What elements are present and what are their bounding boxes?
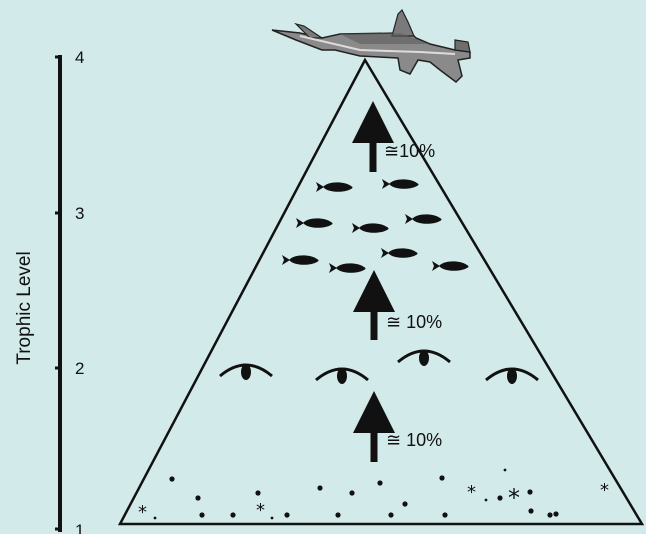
axis-tick-label-1: 1 xyxy=(75,521,84,534)
fish-icon xyxy=(352,223,389,233)
phytoplankton-dots xyxy=(153,468,559,520)
fish-icon xyxy=(316,182,353,192)
phytoplankton-specks: * * * * * xyxy=(138,480,609,523)
axis-tick-label-3: 3 xyxy=(75,204,84,223)
fish-icon xyxy=(405,214,442,224)
zooplankton-icon xyxy=(396,348,452,368)
zooplankton-icon xyxy=(484,366,540,386)
fish-icon xyxy=(282,255,319,265)
fish-icon xyxy=(382,179,419,189)
transfer-label-2-to-3: ≅ 10% xyxy=(386,312,442,332)
svg-text:*: * xyxy=(508,484,520,512)
pyramid-outline xyxy=(117,57,645,526)
fish-icon xyxy=(296,218,333,228)
transfer-label-3-to-4: ≅10% xyxy=(384,141,435,161)
axis-tick-label-2: 2 xyxy=(75,359,84,378)
axis-tick-label-4: 4 xyxy=(75,48,84,67)
svg-text:*: * xyxy=(138,502,147,523)
zooplankton-icon xyxy=(314,366,370,386)
hammerhead-shark-icon xyxy=(271,8,471,83)
fish-icon xyxy=(432,261,469,271)
svg-text:*: * xyxy=(256,500,265,521)
fish-icon xyxy=(329,263,366,273)
transfer-label-1-to-2: ≅ 10% xyxy=(386,430,442,450)
zooplankton-icon xyxy=(218,362,274,382)
svg-text:*: * xyxy=(600,480,609,501)
axis-title: Trophic Level xyxy=(14,251,35,364)
svg-text:*: * xyxy=(467,482,476,503)
fish-icon xyxy=(381,248,418,258)
